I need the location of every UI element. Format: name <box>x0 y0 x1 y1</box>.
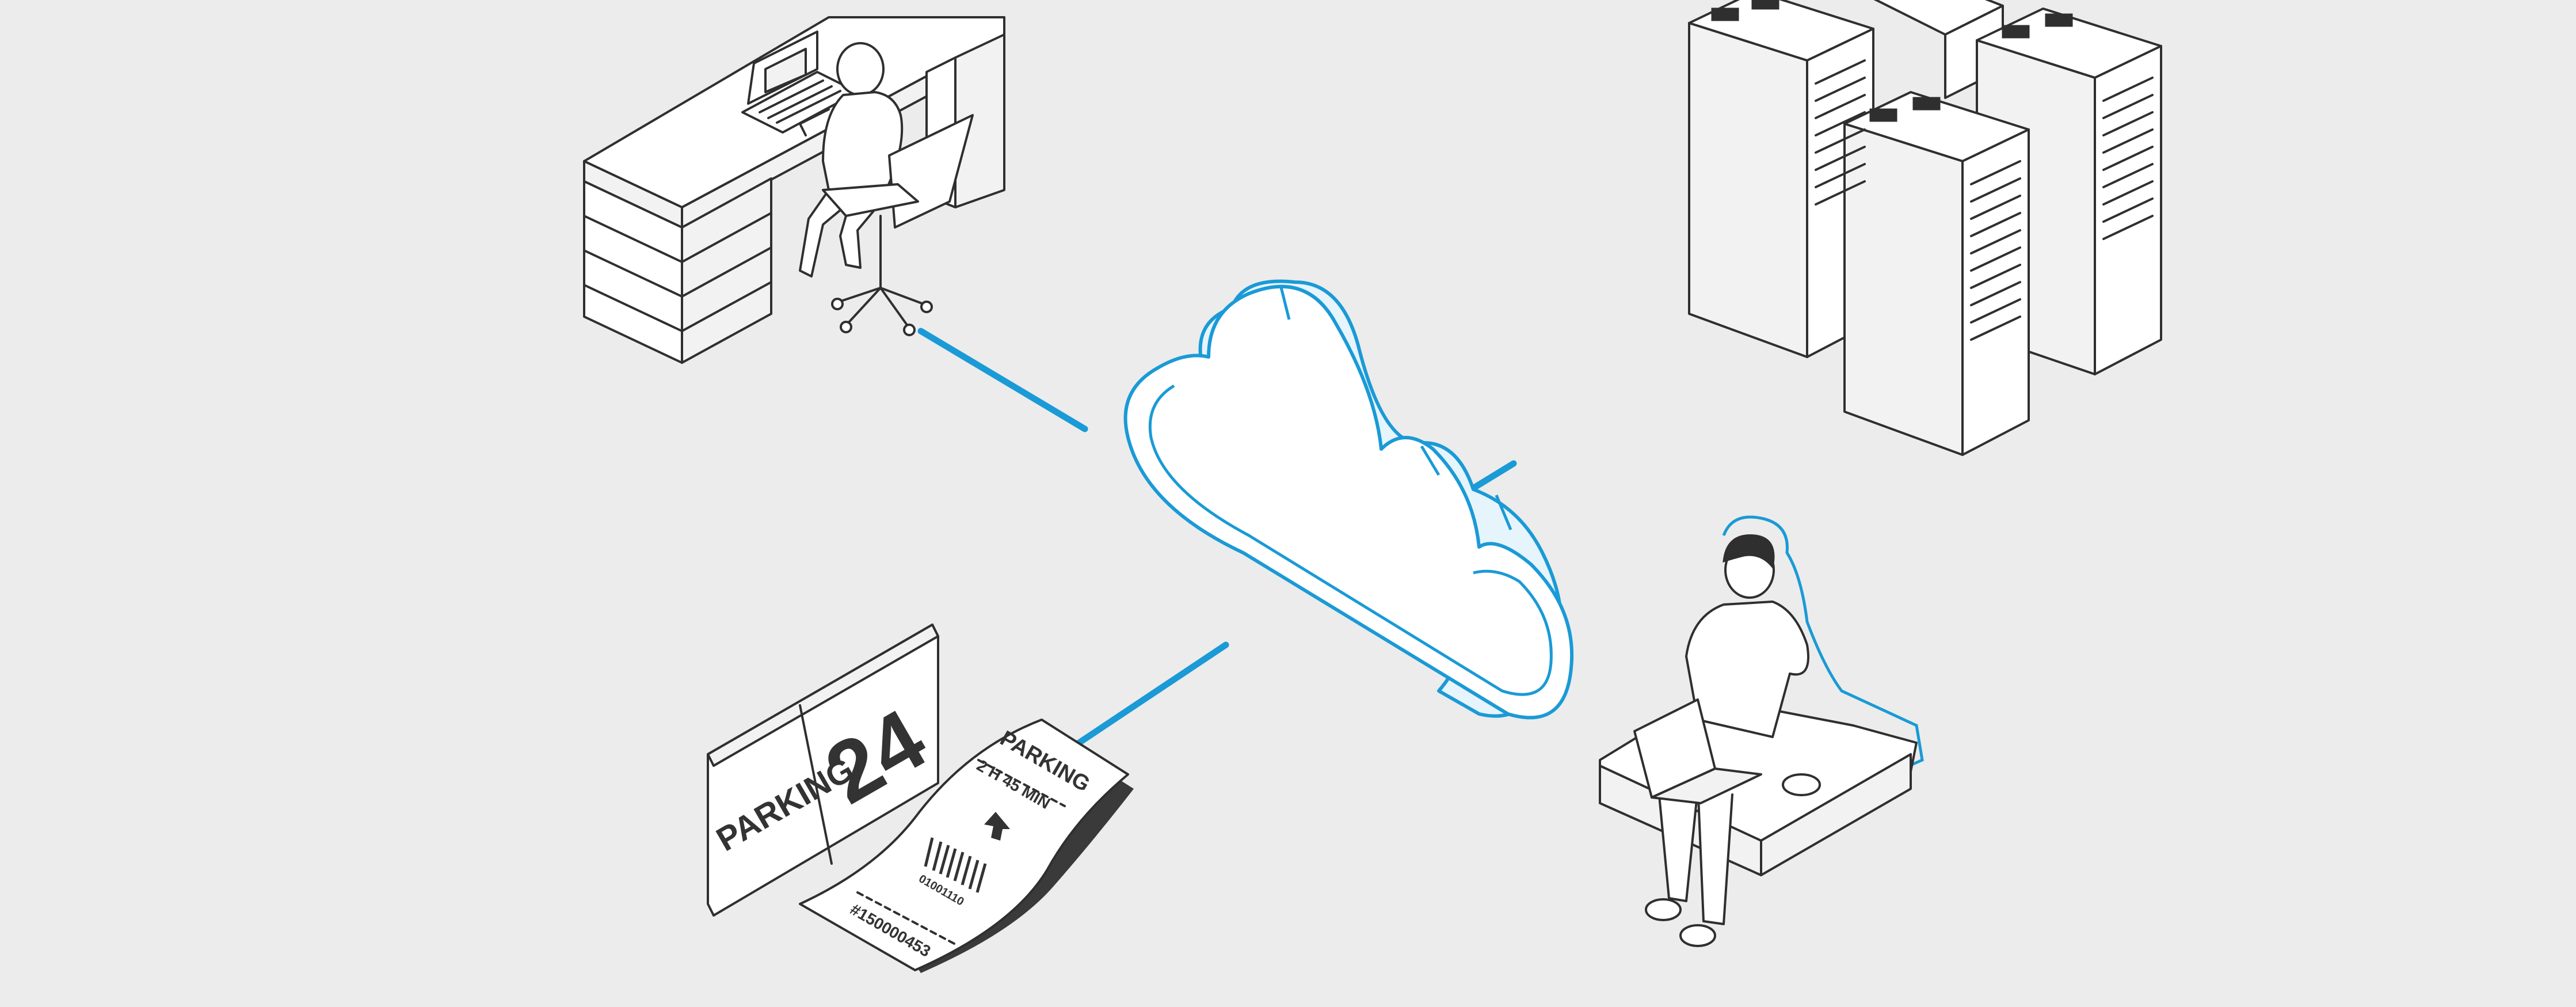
up-arrow-icon <box>984 812 1010 841</box>
mobile-user-laptop-icon <box>1599 515 1924 947</box>
link-desk-to-cloud <box>917 328 1088 432</box>
office-worker-desk-icon <box>583 16 1005 364</box>
parking-sign-icon: PARKING 24 <box>707 624 942 917</box>
barcode-icon <box>924 837 987 893</box>
link-parking-to-cloud <box>1067 641 1229 752</box>
server-racks-icon <box>1688 0 2162 456</box>
cloud-icon <box>1123 279 1574 720</box>
parking-ticket-icon: PARKING 2 H 45 MIN 01001110 #150000453 <box>799 719 1134 973</box>
